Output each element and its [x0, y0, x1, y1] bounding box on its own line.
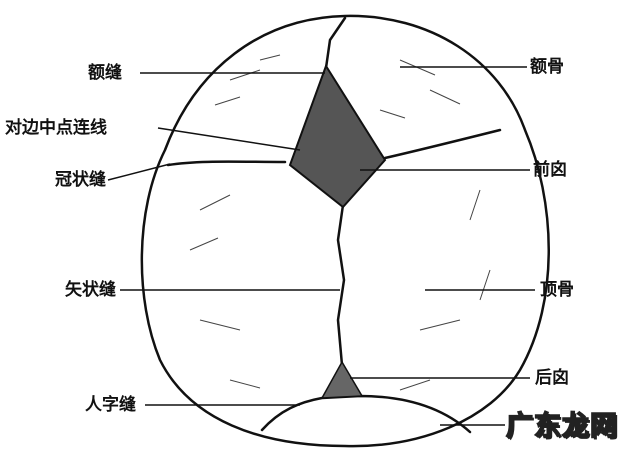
label-lambdoid-suture: 人字缝	[85, 395, 136, 415]
lambdoid-suture	[260, 394, 472, 434]
anterior-fontanelle	[288, 63, 387, 209]
skull-outline	[140, 14, 550, 448]
coronal-suture-left	[166, 160, 287, 167]
label-sagittal-suture: 矢状缝	[65, 280, 116, 300]
leader-lines	[107, 66, 535, 426]
frontal-suture-line	[324, 16, 347, 70]
label-posterior-fontanelle: 后囟	[535, 368, 569, 388]
label-frontal-suture: 额缝	[88, 63, 122, 83]
hatching	[189, 54, 491, 391]
label-frontal-bone: 额骨	[530, 57, 564, 77]
label-coronal-suture: 冠状缝	[55, 170, 106, 190]
label-anterior-fontanelle: 前囟	[533, 160, 567, 180]
coronal-suture-right	[383, 128, 502, 160]
label-parietal-bone: 顶骨	[540, 280, 574, 300]
label-midpoint-line: 对边中点连线	[5, 118, 107, 138]
watermark: 广东龙网	[505, 410, 618, 443]
sagittal-suture-line	[336, 203, 346, 367]
posterior-fontanelle	[320, 360, 364, 399]
